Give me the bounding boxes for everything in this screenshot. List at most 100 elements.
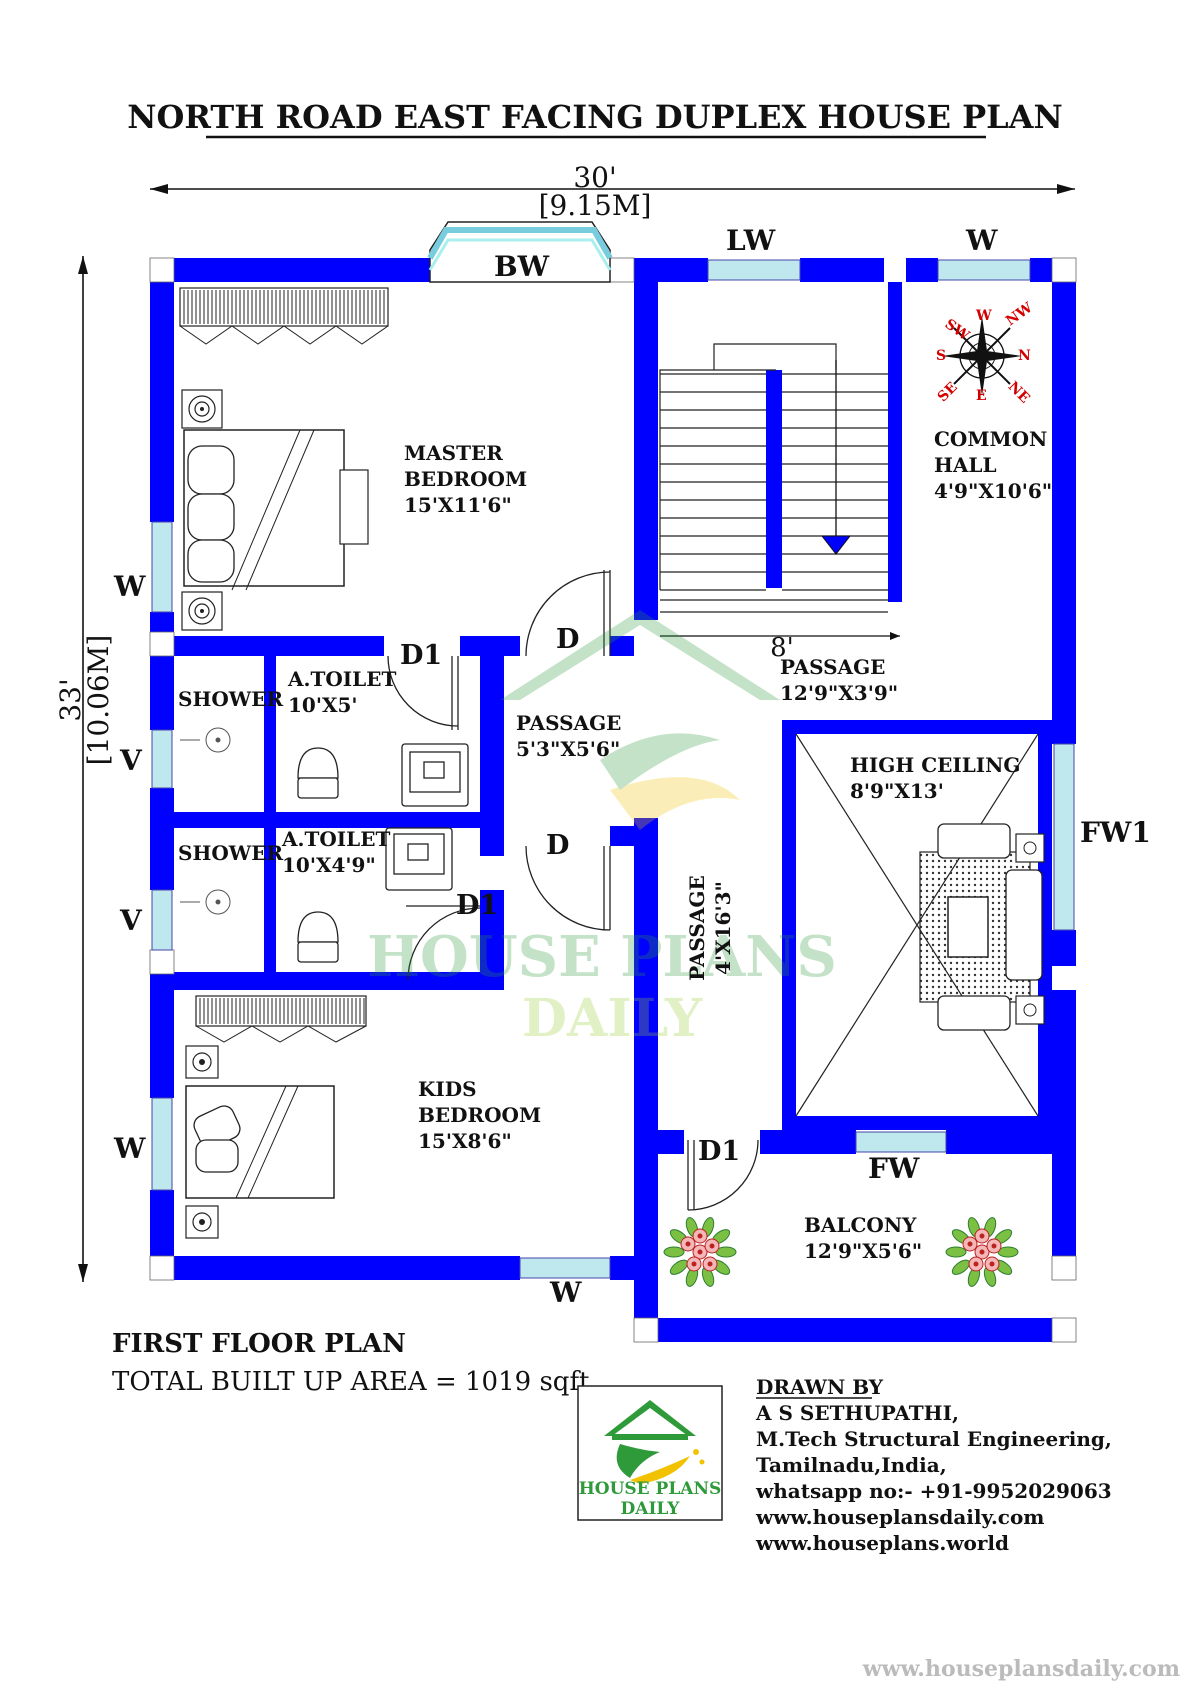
- area-label: TOTAL BUILT UP AREA = 1019 sqft: [112, 1367, 590, 1397]
- compass-n: N: [1018, 348, 1031, 364]
- credits-heading: DRAWN BY: [756, 1375, 884, 1399]
- walls: [150, 258, 1076, 1342]
- label-passage-vertical: PASSAGE 4'X16'3": [685, 875, 735, 980]
- credits-block: DRAWN BY A S SETHUPATHI, M.Tech Structur…: [755, 1375, 1112, 1555]
- side-table-master-bottom: [181, 591, 223, 631]
- svg-text:KIDS: KIDS: [418, 1077, 477, 1101]
- svg-text:BALCONY: BALCONY: [804, 1213, 917, 1237]
- compass-s: S: [936, 348, 946, 364]
- compass-se: SE: [935, 379, 961, 405]
- plant-left: [663, 1217, 737, 1287]
- credits-line-3: Tamilnadu,India,: [756, 1453, 947, 1477]
- wardrobe-master: [179, 287, 389, 345]
- label-balcony: BALCONY 12'9"X5'6": [804, 1213, 922, 1263]
- svg-text:HIGH CEILING: HIGH CEILING: [850, 753, 1021, 777]
- watermark-line-2: DAILY: [522, 988, 703, 1049]
- shower-fixture-1: [180, 727, 231, 753]
- tag-d-kids: D: [546, 830, 569, 861]
- staircase: [659, 343, 888, 613]
- label-shower-1: SHOWER: [178, 687, 283, 711]
- windows: [151, 259, 1075, 1279]
- tag-w-left-kids: W: [113, 1132, 146, 1165]
- width-meters: [9.15M]: [539, 189, 652, 222]
- stair-arrow: 8': [660, 360, 900, 663]
- tag-v-upper: V: [119, 744, 143, 777]
- svg-text:A.TOILET: A.TOILET: [281, 827, 390, 851]
- svg-text:15'X11'6": 15'X11'6": [404, 493, 512, 517]
- tag-w-top: W: [965, 224, 998, 257]
- wardrobe-kids: [195, 995, 367, 1043]
- svg-text:PASSAGE: PASSAGE: [685, 875, 709, 980]
- label-shower-2: SHOWER: [178, 841, 283, 865]
- compass-w: W: [975, 308, 992, 324]
- credits-line-4: whatsapp no:- +91-9952029063: [755, 1479, 1112, 1503]
- column-markers: [149, 257, 1077, 1343]
- svg-text:HALL: HALL: [934, 453, 997, 477]
- washbasin-2: [385, 827, 453, 891]
- sofa-set: [919, 823, 1045, 1031]
- stair-width-label: 8': [770, 633, 794, 663]
- side-table-master-top: [181, 389, 223, 429]
- plan-title: NORTH ROAD EAST FACING DUPLEX HOUSE PLAN: [127, 98, 1063, 136]
- plant-right: [945, 1217, 1019, 1287]
- label-passage-top: PASSAGE 12'9"X3'9": [780, 655, 898, 705]
- tag-bay-window: BW: [494, 250, 550, 283]
- label-toilet-2: A.TOILET 10'X4'9": [281, 827, 390, 877]
- tag-d-master: D: [556, 624, 579, 655]
- depth-dimension: 33' [10.06M]: [54, 256, 115, 1282]
- svg-text:15'X8'6": 15'X8'6": [418, 1129, 512, 1153]
- tag-d1-kids-toilet: D1: [456, 890, 498, 921]
- svg-text:8'9"X13': 8'9"X13': [850, 779, 944, 803]
- svg-text:12'9"X5'6": 12'9"X5'6": [804, 1239, 922, 1263]
- compass-nw: NW: [1003, 300, 1036, 330]
- svg-text:10'X4'9": 10'X4'9": [282, 853, 376, 877]
- tag-d1-balcony: D1: [698, 1136, 740, 1167]
- tag-lw: LW: [726, 224, 776, 257]
- footer-url: www.houseplansdaily.com: [862, 1656, 1180, 1682]
- width-feet: 30': [573, 161, 616, 194]
- width-dimension: 30' [9.15M]: [150, 161, 1075, 222]
- svg-text:10'X5': 10'X5': [288, 693, 358, 717]
- credits-line-2: M.Tech Structural Engineering,: [756, 1427, 1112, 1451]
- label-passage-mid: PASSAGE 5'3"X5'6": [516, 711, 621, 761]
- credits-line-1: A S SETHUPATHI,: [755, 1401, 959, 1425]
- washbasin-1: [401, 743, 469, 807]
- svg-text:4'X16'3": 4'X16'3": [711, 881, 735, 975]
- tag-w-bottom: W: [549, 1276, 582, 1309]
- label-high-ceiling: HIGH CEILING 8'9"X13': [850, 753, 1021, 803]
- tag-w-left-master: W: [113, 570, 146, 603]
- shower-fixture-2: [180, 889, 231, 915]
- svg-text:MASTER: MASTER: [404, 441, 503, 465]
- svg-text:4'9"X10'6": 4'9"X10'6": [934, 479, 1052, 503]
- svg-text:PASSAGE: PASSAGE: [516, 711, 621, 735]
- depth-feet: 33': [54, 678, 87, 721]
- label-common-hall: COMMON HALL 4'9"X10'6": [934, 427, 1052, 503]
- side-table-kids-top: [185, 1045, 219, 1079]
- doors: [387, 570, 759, 1211]
- floor-label: FIRST FLOOR PLAN: [112, 1329, 406, 1359]
- logo-line-2: DAILY: [621, 1499, 681, 1519]
- svg-text:PASSAGE: PASSAGE: [780, 655, 885, 679]
- wc-1: [297, 747, 339, 799]
- svg-text:COMMON: COMMON: [934, 427, 1047, 451]
- svg-text:12'9"X3'9": 12'9"X3'9": [780, 681, 898, 705]
- svg-text:BEDROOM: BEDROOM: [404, 467, 527, 491]
- tag-d1-master-toilet: D1: [400, 640, 442, 671]
- tag-v-lower: V: [119, 904, 143, 937]
- svg-text:BEDROOM: BEDROOM: [418, 1103, 541, 1127]
- wc-2: [297, 911, 339, 963]
- svg-text:A.TOILET: A.TOILET: [287, 667, 396, 691]
- logo-line-1: HOUSE PLANS: [579, 1479, 722, 1499]
- brand-logo: HOUSE PLANS DAILY: [577, 1385, 723, 1521]
- single-bed-kids: [185, 1085, 335, 1199]
- label-master-bedroom: MASTER BEDROOM 15'X11'6": [404, 441, 527, 517]
- credits-line-5: www.houseplansdaily.com: [755, 1505, 1044, 1529]
- label-kids-bedroom: KIDS BEDROOM 15'X8'6": [418, 1077, 541, 1153]
- high-ceiling-cross: [795, 733, 1039, 1117]
- credits-line-6: www.houseplans.world: [755, 1531, 1009, 1555]
- depth-meters: [10.06M]: [82, 635, 115, 766]
- tag-fw1: FW1: [1080, 816, 1151, 849]
- bay-window: [427, 221, 613, 283]
